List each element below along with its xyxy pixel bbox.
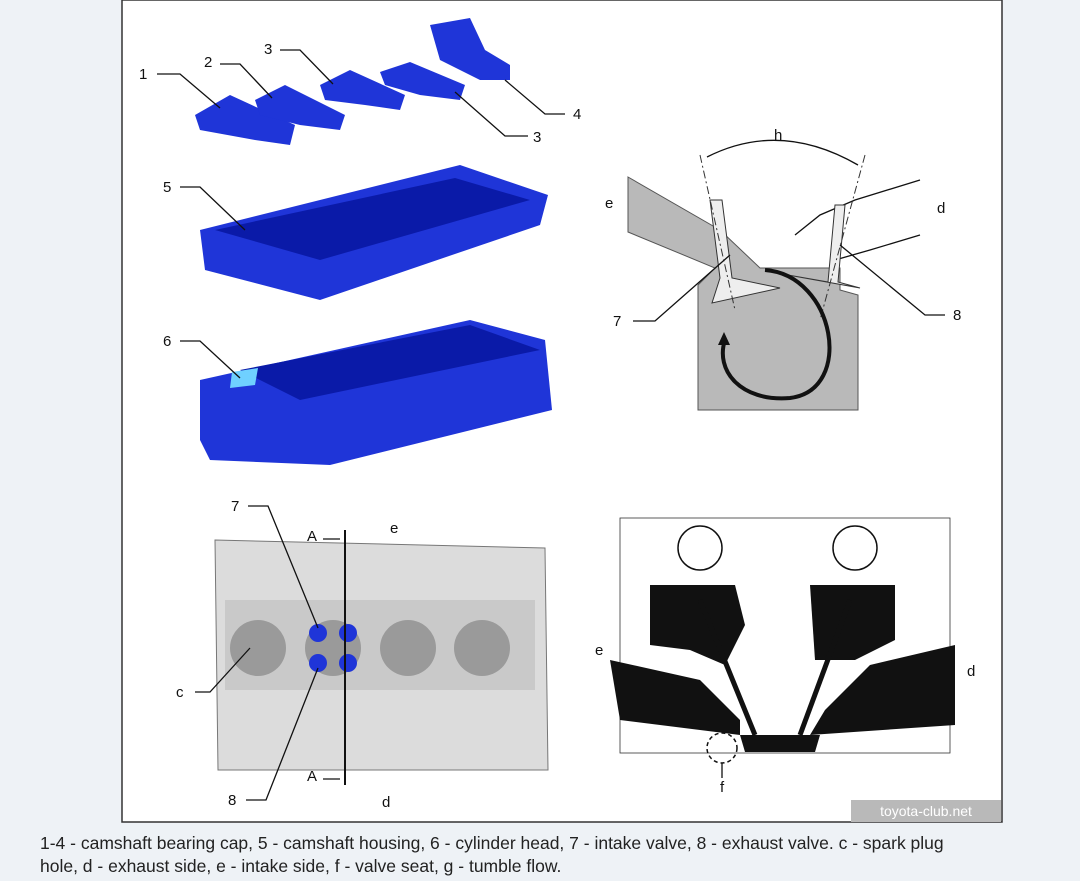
leader-lines [157,49,565,379]
label-a-bottom: A [307,768,317,785]
label-3b: 3 [533,129,541,146]
label-1: 1 [139,66,147,83]
cylinder-head-top-view [195,505,549,801]
label-6: 6 [163,333,171,350]
label-7-intake-valve: 7 [613,313,621,330]
watermark: toyota-club.net [851,800,1001,822]
label-d-exhaust-side: d [937,200,945,217]
label-c-spark-plug: c [176,684,184,701]
label-h: h [774,127,782,144]
label-e-top: e [390,520,398,537]
cylinder-head-section-view [610,517,955,778]
label-a-top: A [307,528,317,545]
camshaft-housing [200,165,548,300]
label-e-intake-side: e [605,195,613,212]
figure-caption: 1-4 - camshaft bearing cap, 5 - camshaft… [40,832,1060,878]
label-2: 2 [204,54,212,71]
label-7-top: 7 [231,498,239,515]
label-4: 4 [573,106,581,123]
label-e-section: e [595,642,603,659]
label-8-exhaust-valve: 8 [953,307,961,324]
label-d-bottom: d [382,794,390,811]
label-5: 5 [163,179,171,196]
cylinder-head [200,320,552,465]
caption-line-1: 1-4 - camshaft bearing cap, 5 - camshaft… [40,833,944,853]
label-3: 3 [264,41,272,58]
label-d-section: d [967,663,975,680]
valve-angle-diagram [627,139,945,411]
label-8-bottom: 8 [228,792,236,809]
label-f-valve-seat: f [720,779,725,796]
caption-line-2: hole, d - exhaust side, e - intake side,… [40,856,562,876]
